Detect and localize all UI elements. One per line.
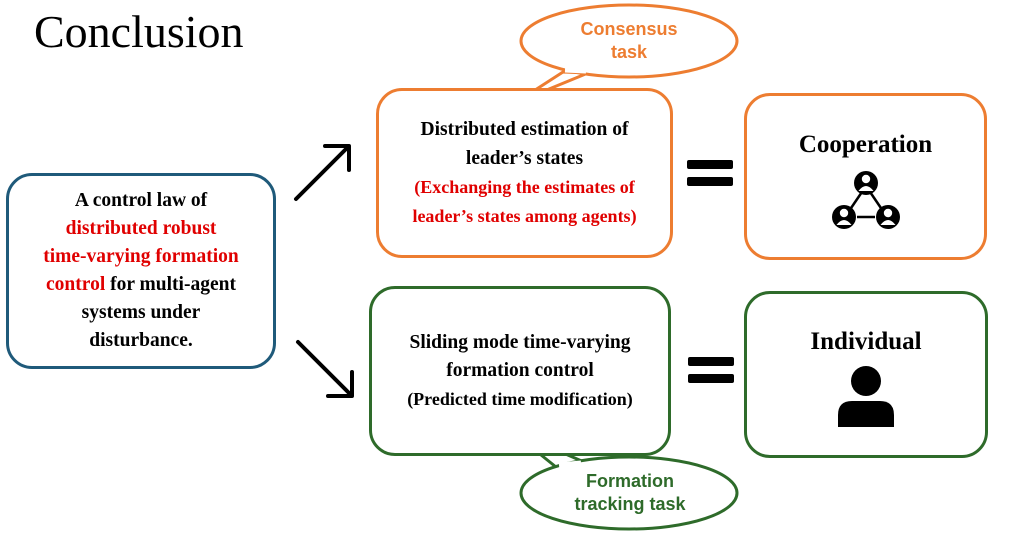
estimation-line-1: Distributed estimation of xyxy=(420,119,629,140)
formation-label: Formation xyxy=(586,471,674,491)
cooperation-label: Cooperation xyxy=(798,131,933,158)
arrow-up-right xyxy=(294,144,351,201)
sliding-mode-line-3: (Predicted time modification) xyxy=(407,389,633,409)
group-network-icon xyxy=(831,171,900,229)
control-law-line-1: A control law of xyxy=(74,190,208,211)
individual-card: Individual xyxy=(744,291,988,458)
control-law-box: A control law of distributed robust time… xyxy=(6,173,276,369)
control-law-line-4-rest: for multi-agent xyxy=(105,274,236,295)
control-law-line-4: control for multi-agent xyxy=(46,271,236,299)
estimation-line-3: (Exchanging the estimates of xyxy=(414,177,635,197)
estimation-line-4: leader’s states among agents) xyxy=(412,206,637,226)
distributed-estimation-box: Distributed estimation of leader’s state… xyxy=(376,88,673,258)
control-law-line-6: disturbance. xyxy=(89,330,193,351)
arrow-down-right xyxy=(296,340,354,398)
equals-bar xyxy=(688,357,734,366)
control-law-line-2: distributed robust xyxy=(65,218,217,239)
control-word: control xyxy=(46,274,106,295)
consensus-label: Consensus xyxy=(580,19,678,39)
sliding-mode-line-1: Sliding mode time-varying xyxy=(409,332,631,353)
control-law-line-5: systems under xyxy=(81,302,201,323)
sliding-mode-box: Sliding mode time-varying formation cont… xyxy=(369,286,671,456)
estimation-line-2: leader’s states xyxy=(465,148,584,169)
person-icon xyxy=(838,366,894,427)
task-label: task xyxy=(610,42,648,62)
individual-label: Individual xyxy=(810,328,922,355)
equals-sign-top xyxy=(687,160,733,186)
control-law-line-3: time-varying formation xyxy=(43,246,239,267)
equals-bar xyxy=(687,177,733,186)
equals-sign-bottom xyxy=(688,357,734,383)
slide-title: Conclusion xyxy=(34,6,244,57)
equals-bar xyxy=(688,374,734,383)
formation-bubble-text: Formation tracking task xyxy=(522,470,738,516)
equals-bar xyxy=(687,160,733,169)
cooperation-card: Cooperation xyxy=(744,93,987,260)
sliding-mode-line-2: formation control xyxy=(446,360,594,381)
consensus-bubble-text: Consensus task xyxy=(519,18,739,64)
tracking-task-label: tracking task xyxy=(574,494,686,514)
